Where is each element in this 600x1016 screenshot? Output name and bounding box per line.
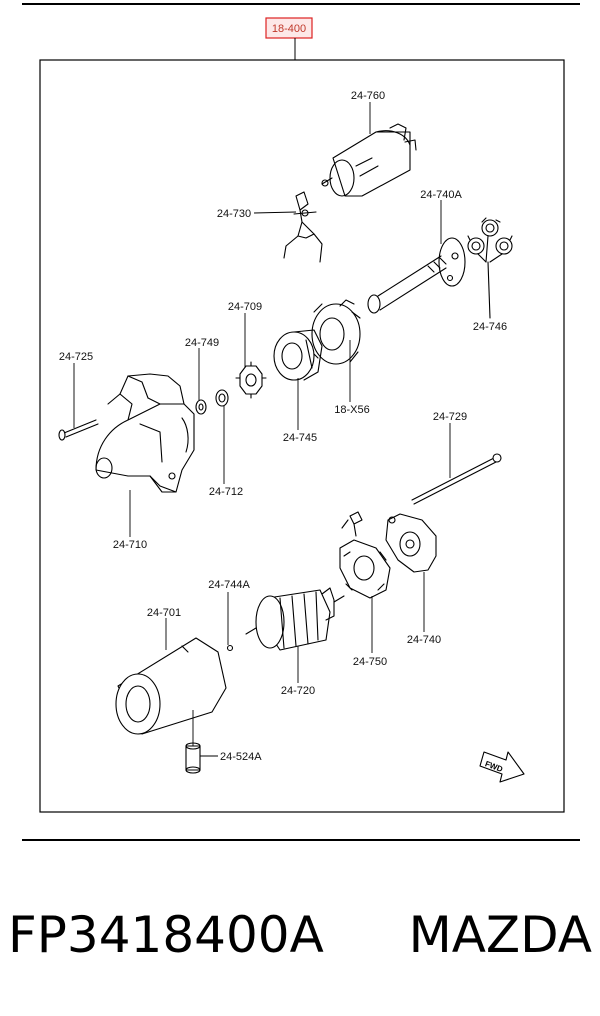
part-label[interactable]: 24-701 (147, 607, 181, 619)
part-label[interactable]: 24-720 (281, 685, 315, 697)
rear-cover-drawing (385, 513, 437, 573)
through-bolt-long-drawing (411, 453, 502, 505)
leader-lines (73, 102, 451, 757)
forward-arrow-icon (479, 751, 525, 783)
overrunning-clutch-drawing (273, 329, 323, 381)
bushing-drawing (185, 742, 201, 774)
part-label[interactable]: 24-725 (59, 351, 93, 363)
front-housing-drawing (95, 373, 195, 493)
part-label[interactable]: 24-760 (351, 90, 385, 102)
part-label[interactable]: 24-729 (433, 411, 467, 423)
part-label[interactable]: 24-709 (228, 301, 262, 313)
yoke-drawing (115, 637, 227, 735)
reference-code-text: 18-400 (272, 23, 306, 35)
brand-name: MAZDA (408, 906, 592, 964)
part-label[interactable]: 24-744A (208, 579, 250, 591)
part-label[interactable]: 18-X56 (334, 404, 369, 416)
pinion-gear-drawing (235, 361, 267, 399)
part-labels: 24-760 24-730 24-740A 24-709 24-749 24-7… (59, 90, 507, 763)
brush-holder-drawing (339, 511, 391, 599)
armature-drawing (226, 587, 345, 652)
part-label[interactable]: 24-740 (407, 634, 441, 646)
solenoid-drawing (321, 123, 417, 197)
stop-ring-drawing (215, 389, 229, 407)
part-label[interactable]: 24-740A (420, 189, 462, 201)
part-label[interactable]: 24-746 (473, 321, 507, 333)
diagram-frame (39, 59, 565, 813)
part-label[interactable]: 24-712 (209, 486, 243, 498)
part-label[interactable]: 24-750 (353, 656, 387, 668)
part-label[interactable]: 24-730 (217, 208, 251, 220)
part-label[interactable]: 24-524A (220, 751, 262, 763)
part-label[interactable]: 24-710 (113, 539, 147, 551)
part-label[interactable]: 24-745 (283, 432, 317, 444)
washer-drawing (195, 399, 207, 415)
internal-gear-drawing (311, 299, 361, 365)
planetary-gears-drawing (467, 217, 513, 319)
part-number: FP3418400A (8, 906, 324, 964)
drive-shaft-drawing (367, 237, 466, 314)
footer: FP3418400A MAZDA (8, 900, 592, 970)
shift-lever-drawing (283, 191, 323, 263)
part-label[interactable]: 24-749 (185, 337, 219, 349)
through-bolt-short-drawing (58, 419, 99, 441)
reference-code-tag[interactable]: 18-400 (265, 17, 313, 39)
